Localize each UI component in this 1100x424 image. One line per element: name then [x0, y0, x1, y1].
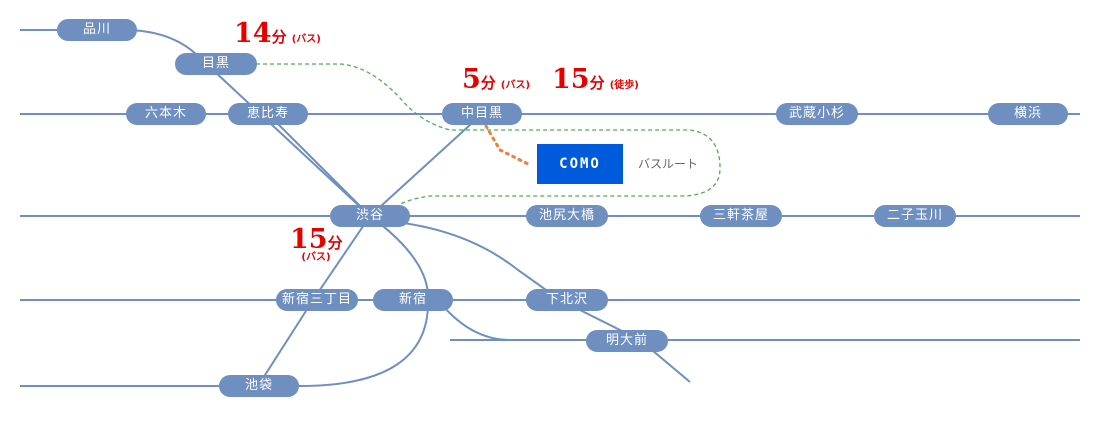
- time-meguro-bus-minutes: 14: [234, 18, 272, 49]
- time-nakameguro-walk: 15分 (徒歩): [552, 66, 639, 93]
- time-nakameguro-bus-unit: 分: [480, 74, 496, 92]
- time-shibuya-bus-mode: (バス): [301, 252, 331, 263]
- time-nakameguro-walk-mode: (徒歩): [609, 80, 639, 91]
- station-ikebukuro[interactable]: 池袋: [219, 375, 299, 397]
- station-futakotamagawa[interactable]: 二子玉川: [874, 205, 956, 227]
- rail-line-nakameguro-shibuya: [369, 113, 483, 217]
- station-sangenjaya[interactable]: 三軒茶屋: [700, 205, 782, 227]
- station-musashikosugi[interactable]: 武蔵小杉: [776, 103, 858, 125]
- time-meguro-bus-unit: 分: [271, 28, 287, 46]
- station-meguro[interactable]: 目黒: [175, 53, 257, 75]
- time-meguro-bus: 14分 (バス): [234, 20, 321, 47]
- rail-line-ebisu-shibuya: [267, 113, 371, 217]
- bus-route-label: バスルート: [638, 157, 699, 171]
- time-shibuya-bus: 15分 (バス): [290, 224, 343, 263]
- time-nakameguro-bus-minutes: 5: [462, 64, 481, 95]
- como-destination-box[interactable]: COMO: [537, 144, 623, 184]
- time-meguro-bus-mode: (バス): [291, 34, 321, 45]
- station-nakameguro[interactable]: 中目黒: [442, 103, 522, 125]
- time-nakameguro-walk-minutes: 15: [552, 64, 590, 95]
- time-nakameguro-bus-mode: (バス): [500, 80, 531, 91]
- station-shinagawa[interactable]: 品川: [57, 19, 137, 41]
- station-shimokitazawa[interactable]: 下北沢: [526, 289, 608, 311]
- station-ikejiriohashi[interactable]: 池尻大橋: [526, 205, 608, 227]
- walk-route-nakameguro: [484, 124, 530, 166]
- station-ebisu[interactable]: 恵比寿: [228, 103, 308, 125]
- time-shibuya-bus-unit: 分: [327, 234, 343, 252]
- station-shibuya[interactable]: 渋谷: [330, 205, 410, 227]
- station-shinjuku-sanchome[interactable]: 新宿三丁目: [276, 289, 358, 311]
- station-meidaimae[interactable]: 明大前: [586, 330, 668, 352]
- station-yokohama[interactable]: 横浜: [988, 103, 1068, 125]
- time-nakameguro-walk-unit: 分: [589, 74, 605, 92]
- bus-route-meguro: [256, 63, 721, 213]
- time-nakameguro-bus: 5分 (バス): [462, 66, 530, 93]
- time-shibuya-bus-minutes: 15: [290, 224, 328, 255]
- station-roppongi[interactable]: 六本木: [126, 103, 206, 125]
- station-shinjuku[interactable]: 新宿: [373, 289, 453, 311]
